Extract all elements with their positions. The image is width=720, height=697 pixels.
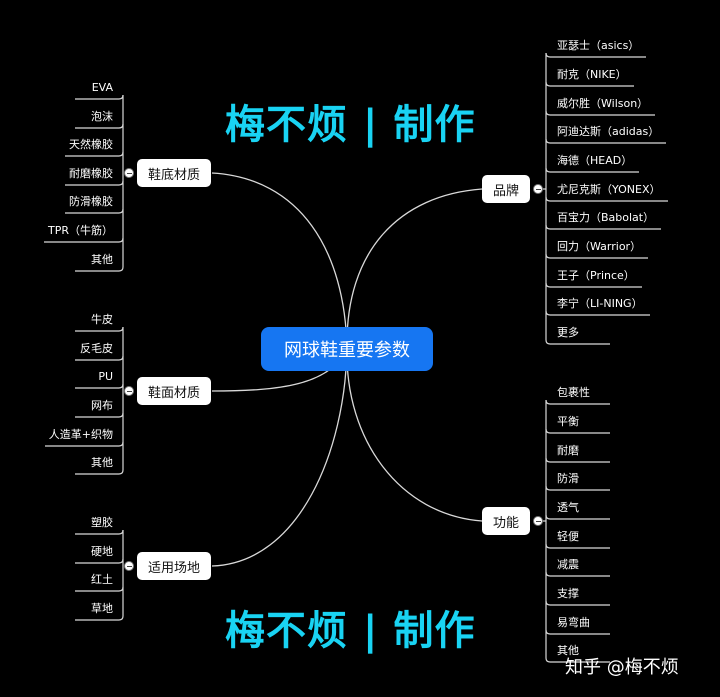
leaf-upper[interactable]: 牛皮 [91, 313, 113, 326]
collapse-toggle-upper[interactable] [124, 386, 134, 396]
leaf-brand[interactable]: 更多 [557, 326, 579, 339]
leaf-court[interactable]: 红土 [91, 573, 113, 586]
leaf-brand[interactable]: 回力（Warrior） [557, 240, 642, 253]
branch-function[interactable]: 功能 [482, 507, 530, 535]
branch-upper[interactable]: 鞋面材质 [137, 377, 211, 405]
leaf-function[interactable]: 透气 [557, 501, 579, 514]
leaf-upper[interactable]: PU [98, 370, 113, 383]
leaf-sole[interactable]: 耐磨橡胶 [69, 167, 113, 180]
leaf-sole[interactable]: 泡沫 [91, 110, 113, 123]
leaf-sole[interactable]: 天然橡胶 [69, 138, 113, 151]
watermark-top: 梅不烦 | 制作 [225, 102, 476, 148]
leaf-brand[interactable]: 百宝力（Babolat） [557, 211, 655, 224]
collapse-toggle-sole[interactable] [124, 168, 134, 178]
leaf-function[interactable]: 包裹性 [557, 386, 590, 399]
leaf-sole[interactable]: TPR（牛筋） [48, 224, 113, 237]
collapse-toggle-function[interactable] [533, 516, 543, 526]
leaf-brand[interactable]: 威尔胜（Wilson） [557, 97, 649, 110]
leaf-function[interactable]: 耐磨 [557, 444, 579, 457]
collapse-toggle-court[interactable] [124, 561, 134, 571]
leaf-upper[interactable]: 人造革+织物 [48, 428, 113, 441]
branch-sole[interactable]: 鞋底材质 [137, 159, 211, 187]
leaf-upper[interactable]: 反毛皮 [80, 342, 113, 355]
branch-court[interactable]: 适用场地 [137, 552, 211, 580]
branch-brand[interactable]: 品牌 [482, 175, 530, 203]
leaf-brand[interactable]: 耐克（NIKE） [557, 68, 627, 81]
zhihu-credit: 知乎 @梅不烦 [565, 657, 679, 678]
leaf-brand[interactable]: 李宁（LI-NING） [557, 297, 643, 310]
leaf-function[interactable]: 支撑 [557, 587, 579, 600]
leaf-brand[interactable]: 尤尼克斯（YONEX） [557, 183, 661, 196]
leaf-function[interactable]: 减震 [557, 558, 579, 571]
leaf-sole[interactable]: 其他 [91, 253, 113, 266]
watermark-bottom: 梅不烦 | 制作 [225, 608, 476, 654]
leaf-function[interactable]: 防滑 [557, 472, 579, 485]
leaf-function[interactable]: 轻便 [557, 530, 579, 543]
leaf-function[interactable]: 易弯曲 [557, 616, 590, 629]
leaf-brand[interactable]: 海德（HEAD） [557, 154, 633, 167]
leaf-brand[interactable]: 王子（Prince） [557, 269, 635, 282]
leaf-court[interactable]: 硬地 [91, 545, 113, 558]
leaf-function[interactable]: 其他 [557, 644, 579, 657]
leaf-brand[interactable]: 阿迪达斯（adidas） [557, 125, 660, 138]
leaf-sole[interactable]: 防滑橡胶 [69, 195, 113, 208]
central-topic[interactable]: 网球鞋重要参数 [261, 327, 433, 371]
leaf-court[interactable]: 塑胶 [91, 516, 113, 529]
leaf-function[interactable]: 平衡 [557, 415, 579, 428]
leaf-court[interactable]: 草地 [91, 602, 113, 615]
collapse-toggle-brand[interactable] [533, 184, 543, 194]
leaf-sole[interactable]: EVA [91, 81, 113, 94]
leaf-upper[interactable]: 网布 [91, 399, 113, 412]
leaf-upper[interactable]: 其他 [91, 456, 113, 469]
leaf-brand[interactable]: 亚瑟士（asics） [557, 39, 640, 52]
